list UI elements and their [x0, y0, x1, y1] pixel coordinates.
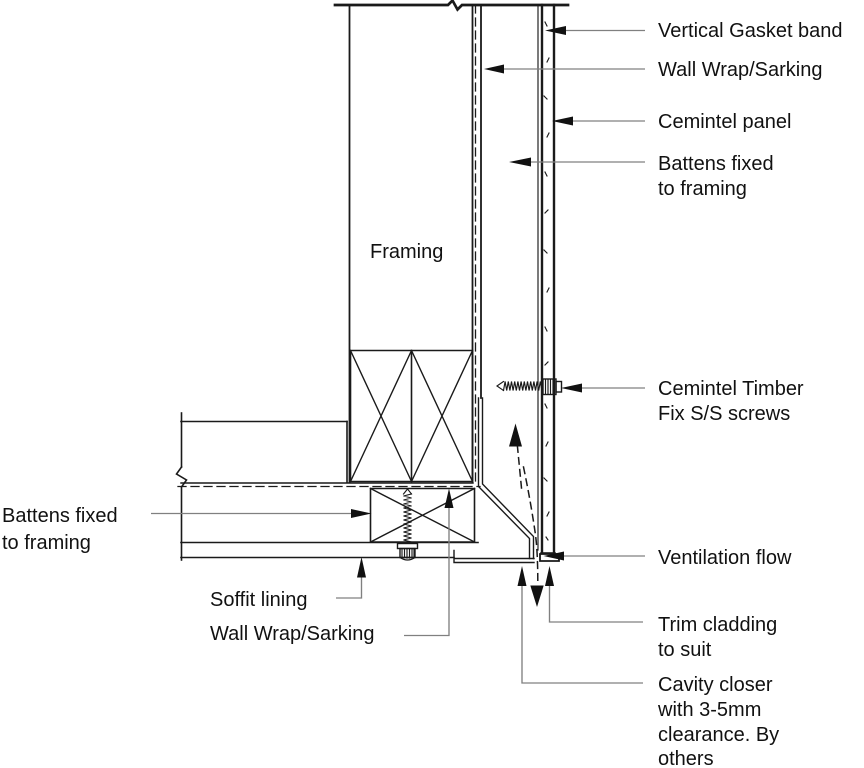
label-timber-fix-line2: Fix S/S screws — [658, 403, 790, 425]
label-wall-wrap-top: Wall Wrap/Sarking — [658, 59, 823, 81]
leader-lines — [151, 26, 645, 684]
arrow-cavity-closer — [517, 566, 527, 586]
labels: Framing Vertical Gasket band Wall Wrap/S… — [2, 20, 843, 768]
bottom-plate-cross-bracing — [349, 349, 474, 483]
ventilation-flow-graphic — [509, 423, 544, 607]
label-cavity-closer-line2: with 3-5mm — [657, 699, 761, 721]
arrow-timber-fix-screws — [561, 383, 582, 393]
screw-head-flange — [396, 542, 419, 550]
label-battens-left-line2: to framing — [2, 532, 91, 554]
soffit-batten — [369, 487, 476, 561]
screw-tip — [496, 380, 505, 392]
arrow-soffit-lining — [357, 557, 366, 578]
soffit-batten-cross — [369, 487, 476, 543]
vent-arrow-down — [530, 585, 544, 607]
cavity-closer-outer — [477, 397, 531, 560]
soffit-left-edge-break — [175, 465, 188, 489]
top-break-boundary-line — [333, 0, 570, 12]
cemintel-panel-graphic — [540, 3, 556, 555]
arrow-battens-left — [351, 509, 372, 518]
wall-assembly — [333, 0, 570, 555]
vent-dashed-down — [522, 466, 539, 584]
panel-texture-specks — [543, 21, 550, 541]
soffit-fixing-screw — [396, 488, 419, 561]
cavity-closer-graphic — [477, 397, 535, 560]
trim-profile — [453, 549, 535, 564]
arrow-battens-right — [509, 157, 531, 167]
screw-head-cap — [555, 380, 563, 393]
arrow-cemintel-panel — [552, 116, 573, 126]
label-trim-cladding-line1: Trim cladding — [658, 614, 777, 636]
label-cavity-closer-line3: clearance. By — [658, 724, 779, 746]
soffit-framing — [175, 412, 481, 561]
screw-tip — [402, 488, 413, 495]
label-battens-right-line2: to framing — [658, 178, 747, 200]
leader-cavity-closer — [521, 586, 643, 684]
soffit-lining-graphic — [180, 541, 479, 559]
soffit-edge-trim — [453, 549, 535, 564]
label-framing: Framing — [370, 241, 443, 263]
label-wall-wrap-bottom: Wall Wrap/Sarking — [210, 623, 375, 645]
vent-dashed-up — [516, 446, 523, 489]
arrow-wall-wrap-top — [484, 64, 504, 74]
screw-head-hatch — [544, 379, 554, 395]
label-cemintel-panel: Cemintel panel — [658, 111, 791, 133]
label-cavity-closer-line4: others — [658, 748, 714, 768]
screw-thread — [403, 493, 413, 543]
arrow-vertical-gasket-band — [545, 26, 566, 35]
vent-arrow-up — [509, 423, 522, 447]
label-battens-right-line1: Battens fixed — [658, 153, 774, 175]
framing-bottom-plate — [349, 349, 474, 483]
label-cavity-closer-line1: Cavity closer — [658, 674, 773, 696]
label-timber-fix-line1: Cemintel Timber — [658, 378, 804, 400]
timber-fix-screw — [496, 378, 563, 396]
leader-soffit-lining — [336, 577, 363, 599]
arrow-trim-cladding — [545, 566, 554, 586]
label-vertical-gasket-band: Vertical Gasket band — [658, 20, 843, 42]
screw-thread — [502, 381, 543, 392]
arrow-wall-wrap-bottom — [444, 488, 454, 508]
cavity-closer-inner — [481, 397, 535, 560]
label-battens-left-line1: Battens fixed — [2, 505, 118, 527]
label-soffit-lining: Soffit lining — [210, 589, 307, 611]
label-trim-cladding-line2: to suit — [658, 639, 712, 661]
arrow-ventilation-flow — [543, 551, 564, 561]
label-ventilation-flow: Ventilation flow — [658, 547, 792, 569]
leader-wall-wrap-bottom — [404, 508, 450, 637]
leader-trim-cladding — [548, 586, 643, 623]
screw-head-hatch — [401, 548, 415, 559]
